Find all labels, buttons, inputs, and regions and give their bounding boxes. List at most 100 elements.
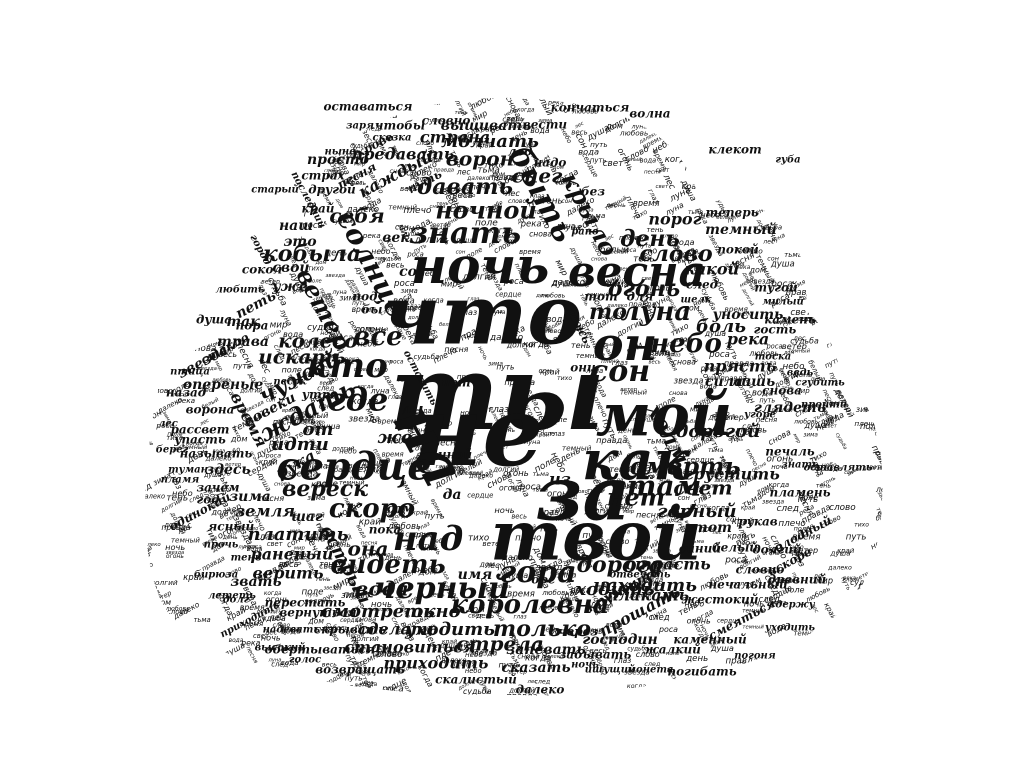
filler-word: душа: [858, 97, 877, 112]
cloud-word: лед: [508, 145, 533, 159]
filler-word: лес: [200, 387, 213, 394]
filler-word: слово: [416, 140, 434, 147]
filler-word: время: [240, 619, 264, 628]
filler-word: время: [378, 417, 402, 426]
filler-word: мир: [294, 546, 306, 552]
filler-word: звезда: [750, 278, 775, 286]
filler-word: дом: [230, 434, 248, 444]
filler-word: тьма: [276, 125, 298, 135]
filler-word: тень: [578, 293, 589, 307]
filler-word: огонь: [547, 489, 573, 499]
filler-word: далеко: [843, 126, 873, 135]
filler-word: тень: [722, 689, 739, 697]
filler-word: тень: [319, 560, 337, 569]
filler-word: темный: [827, 116, 861, 126]
filler-word: ветер: [355, 683, 372, 689]
cloud-word: что: [382, 267, 582, 363]
filler-word: когда: [665, 155, 691, 165]
filler-word: путь: [184, 89, 195, 103]
filler-word: тьма: [708, 447, 724, 454]
cloud-word: колесо: [278, 329, 358, 353]
filler-word: сон: [456, 249, 466, 255]
filler-word: тень: [640, 555, 653, 561]
filler-word: роса: [242, 544, 256, 550]
filler-word: любовь: [202, 92, 235, 102]
filler-word: сердце: [418, 157, 442, 164]
filler-word: край: [732, 517, 754, 527]
filler-word: зима: [351, 595, 364, 601]
filler-word: когда: [423, 297, 443, 305]
filler-word: глаз: [489, 405, 509, 415]
filler-word: дом: [418, 567, 437, 577]
filler-word: глаз: [612, 359, 628, 367]
filler-word: свет: [821, 150, 838, 171]
filler-word: свет: [502, 116, 519, 124]
filler-word: край: [476, 125, 495, 134]
filler-word: ветер: [433, 223, 451, 229]
filler-word: снова: [274, 482, 290, 488]
filler-word: роса: [622, 248, 637, 254]
filler-word: звезда: [674, 376, 704, 386]
filler-word: песня: [738, 541, 756, 547]
filler-word: любовь: [387, 522, 421, 532]
filler-word: лес: [812, 573, 826, 581]
filler-word: поле: [666, 651, 680, 657]
filler-word: вода: [530, 126, 550, 135]
cloud-word: сгубить: [795, 378, 845, 389]
filler-word: душа: [455, 236, 477, 245]
filler-word: поле: [339, 359, 355, 366]
filler-word: роса: [503, 276, 524, 286]
filler-word: путь: [147, 244, 159, 250]
filler-word: тень: [500, 427, 515, 434]
filler-word: луна: [631, 124, 648, 131]
filler-word: край: [641, 414, 654, 420]
filler-word: глаз: [255, 533, 275, 543]
filler-word: судьба: [413, 352, 439, 361]
filler-word: тень: [507, 114, 524, 123]
filler-word: дом: [748, 266, 765, 275]
filler-word: небо: [822, 462, 837, 469]
filler-word: душа: [403, 232, 421, 238]
filler-word: слово: [450, 205, 474, 214]
cloud-word: шелк: [680, 295, 711, 306]
filler-word: слово: [837, 178, 855, 184]
cloud-word: имя: [458, 567, 493, 583]
filler-word: белый: [353, 465, 382, 475]
filler-word: правда: [434, 168, 454, 174]
filler-word: день: [607, 503, 629, 513]
filler-word: слово: [165, 295, 186, 303]
cloud-word: ворон: [446, 147, 514, 171]
cloud-word: через: [558, 625, 598, 639]
filler-word: душа: [317, 422, 341, 431]
filler-word: долгий: [802, 256, 823, 262]
filler-word: ветер: [869, 464, 888, 471]
filler-word: плечо: [778, 519, 805, 529]
filler-word: роса: [301, 221, 322, 231]
filler-word: путь: [352, 301, 366, 307]
filler-word: снова: [430, 204, 446, 210]
filler-word: тихо: [308, 265, 324, 273]
filler-word: время: [194, 269, 219, 278]
filler-word: лес: [875, 485, 891, 494]
filler-word: ночь: [460, 408, 477, 417]
filler-word: время: [519, 248, 541, 256]
filler-word: зима: [856, 404, 877, 414]
filler-word: след: [776, 504, 798, 514]
cloud-word: печаль: [765, 445, 814, 459]
filler-word: далеко: [489, 333, 523, 343]
filler-word: весь: [199, 112, 217, 121]
filler-word: сердце: [846, 147, 879, 157]
filler-word: песня: [427, 453, 448, 461]
cloud-word: берег: [156, 445, 189, 456]
cloud-word: земля: [235, 502, 295, 521]
filler-word: лес: [527, 679, 538, 685]
filler-word: судьба: [332, 219, 353, 225]
filler-word: слово: [273, 623, 291, 629]
filler-word: время: [725, 304, 749, 313]
filler-word: звезда: [714, 478, 735, 484]
filler-word: плечо: [854, 419, 877, 428]
filler-word: сердце: [126, 275, 157, 285]
filler-word: мир: [795, 387, 810, 395]
filler-word: огонь: [607, 201, 626, 209]
